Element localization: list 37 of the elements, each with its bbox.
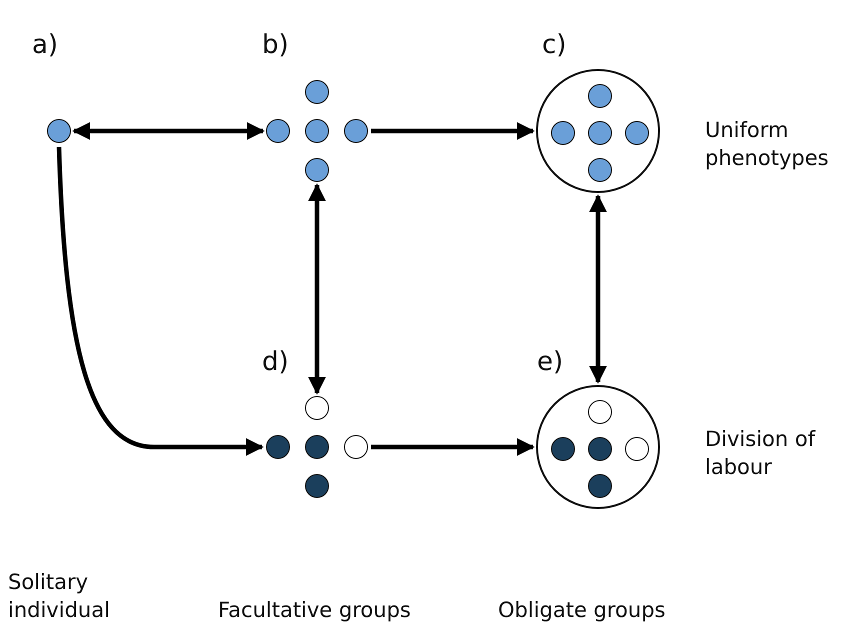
cell-circle bbox=[625, 121, 649, 145]
cell-circle bbox=[551, 121, 575, 145]
cell-circle bbox=[305, 396, 329, 420]
cell-circle bbox=[588, 84, 612, 108]
cell-circle bbox=[266, 435, 290, 459]
arrow bbox=[371, 438, 535, 456]
cell-circle bbox=[266, 119, 290, 143]
cell-circle bbox=[47, 119, 71, 143]
panel-label: a) bbox=[32, 29, 58, 62]
panel-label: c) bbox=[542, 29, 566, 62]
cell-circle bbox=[305, 158, 329, 182]
arrow bbox=[72, 122, 265, 140]
arrow bbox=[589, 194, 607, 384]
row-caption: Uniform phenotypes bbox=[705, 117, 830, 172]
cell-circle bbox=[588, 121, 612, 145]
cell-circle bbox=[305, 80, 329, 104]
cell-circle bbox=[625, 437, 649, 461]
row-caption: Division of labour bbox=[705, 426, 816, 482]
column-caption: Solitary individual bbox=[8, 569, 111, 624]
panel-label: d) bbox=[262, 346, 289, 379]
cell-circle bbox=[305, 435, 329, 459]
cell-circle bbox=[344, 435, 368, 459]
cell-circle bbox=[588, 474, 612, 498]
cell-circle bbox=[588, 400, 612, 424]
panel-label: e) bbox=[537, 346, 564, 379]
cell-circle bbox=[588, 437, 612, 461]
cell-circle bbox=[344, 119, 368, 143]
cell-circle bbox=[305, 474, 329, 498]
arrow bbox=[308, 183, 326, 395]
cell-circle bbox=[551, 437, 575, 461]
column-caption: Obligate groups bbox=[498, 597, 666, 624]
column-caption: Facultative groups bbox=[218, 597, 411, 624]
arrow bbox=[371, 122, 535, 140]
cell-circle bbox=[588, 158, 612, 182]
cell-circle bbox=[305, 119, 329, 143]
arrow bbox=[56, 146, 264, 456]
panel-label: b) bbox=[262, 29, 289, 62]
